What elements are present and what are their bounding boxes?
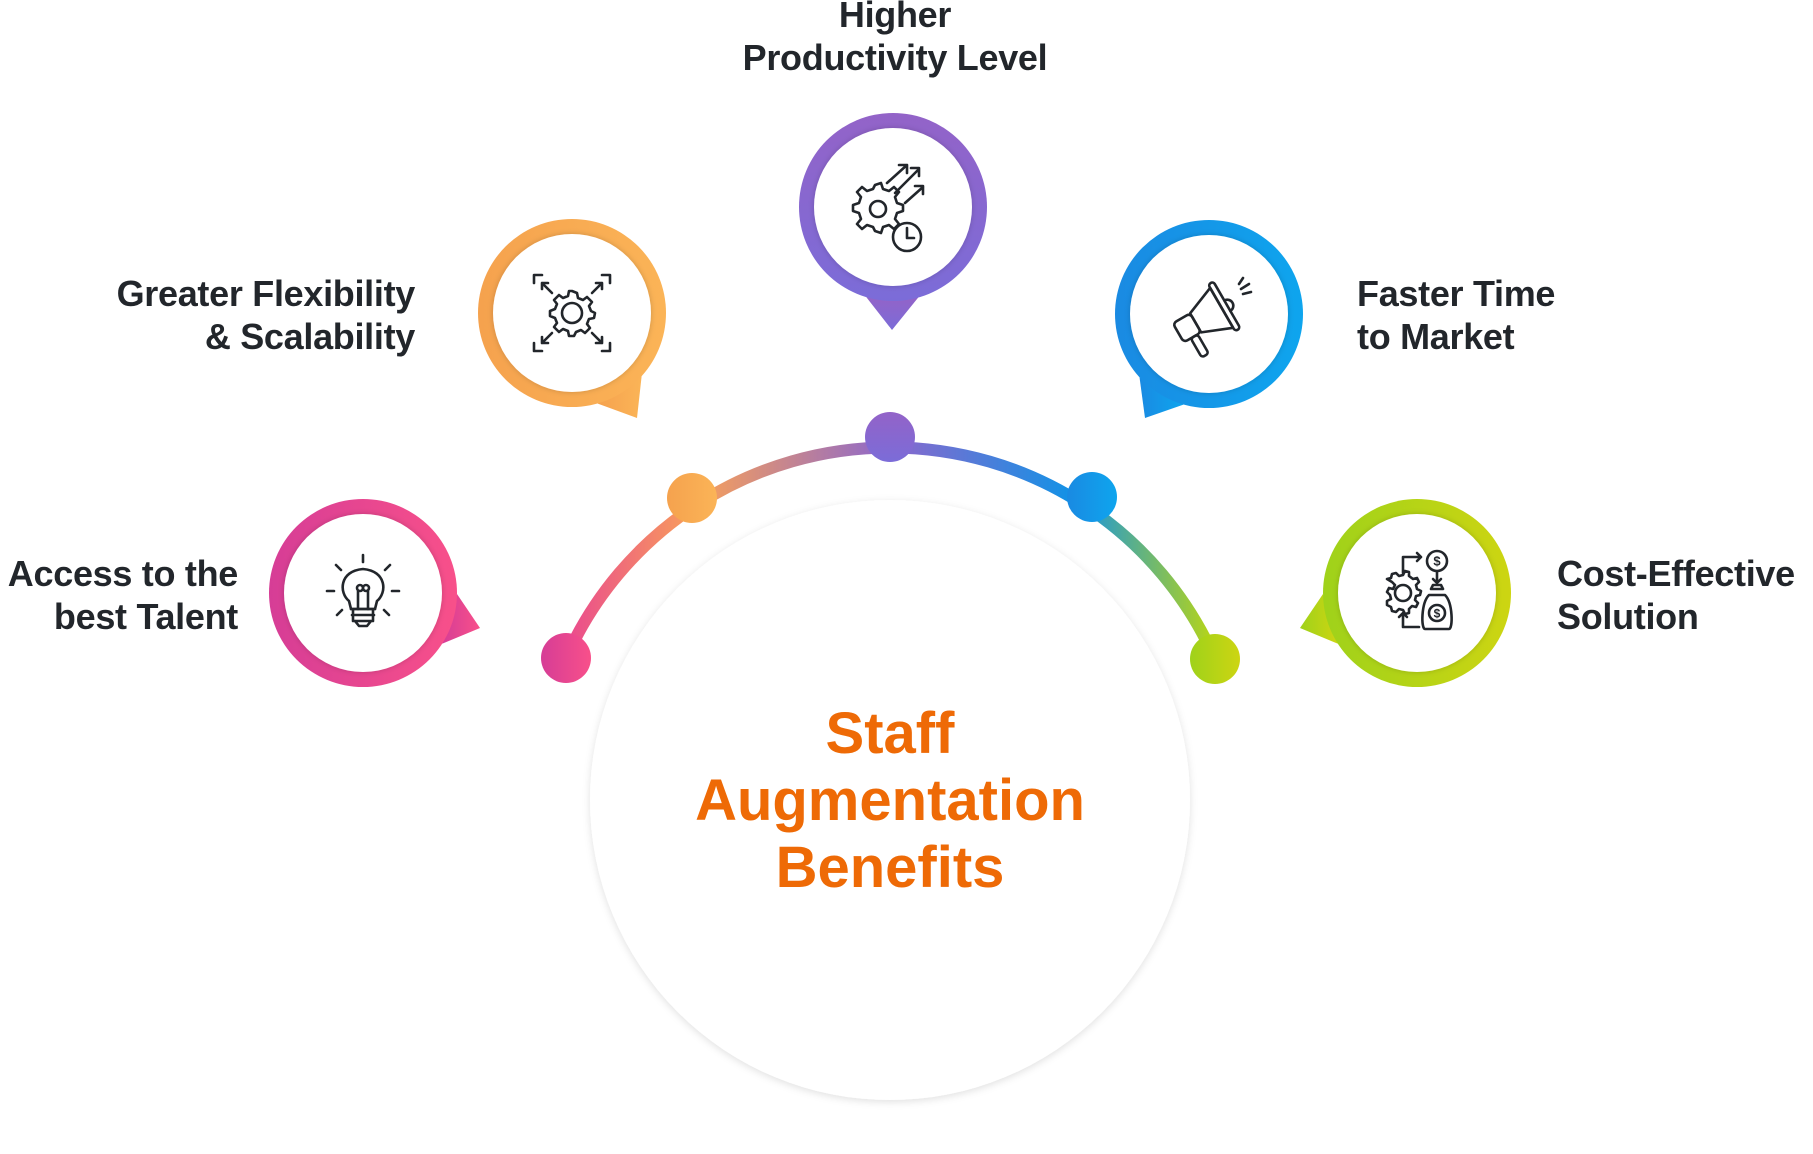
- bubble-tail: [866, 297, 919, 330]
- label-market: Faster Time to Market: [1357, 272, 1657, 358]
- title-line: Augmentation: [695, 768, 1085, 833]
- label-flexibility: Greater Flexibility & Scalability: [60, 272, 416, 358]
- bubble-market: [1115, 220, 1303, 418]
- label-line: Access to the: [7, 553, 239, 594]
- timeline-dot-market: [1067, 472, 1117, 522]
- label-line: & Scalability: [204, 316, 415, 357]
- title-line: Benefits: [775, 835, 1005, 900]
- center-circle: [590, 500, 1190, 1100]
- bubble-tail: [442, 594, 480, 644]
- label-cost: Cost-Effective Solution: [1557, 552, 1813, 638]
- bubble-flexibility: [478, 219, 666, 418]
- lightbulb-icon: [325, 553, 401, 628]
- label-productivity: Higher Productivity Level: [690, 0, 1100, 79]
- label-line: to Market: [1357, 316, 1515, 357]
- bubble-productivity: [799, 113, 987, 330]
- bubble-inner: [493, 234, 651, 392]
- bubble-cost: $ $: [1300, 499, 1511, 687]
- gear-clock-arrows-icon: [851, 163, 925, 253]
- label-line: Greater Flexibility: [116, 273, 416, 314]
- timeline-dot-flexibility: [667, 473, 717, 523]
- label-talent: Access to the best Talent: [0, 552, 239, 638]
- megaphone-icon: [1172, 276, 1253, 358]
- bubble-tail: [1300, 594, 1338, 644]
- timeline-dot-talent: [541, 633, 591, 683]
- label-line: Higher: [838, 0, 952, 35]
- svg-text:$: $: [1433, 554, 1441, 569]
- bubble-inner: [284, 514, 442, 672]
- bubble-inner: [1338, 514, 1496, 672]
- gear-expand-icon: [532, 273, 612, 353]
- timeline-dot-cost: [1190, 634, 1240, 684]
- money-bag-gear-icon: $ $: [1385, 549, 1453, 631]
- label-line: Productivity Level: [742, 37, 1048, 78]
- svg-text:$: $: [1434, 607, 1441, 621]
- bubble-tail: [597, 376, 642, 418]
- bubble-inner: [814, 128, 972, 286]
- center-title: Staff Augmentation Benefits: [640, 700, 1140, 901]
- label-line: Cost-Effective: [1557, 553, 1795, 594]
- timeline-dot-productivity: [865, 412, 915, 462]
- bubble-inner: [1130, 235, 1288, 393]
- label-line: best Talent: [53, 596, 238, 637]
- title-line: Staff: [825, 701, 955, 766]
- label-line: Faster Time: [1357, 273, 1556, 314]
- label-line: Solution: [1557, 596, 1699, 637]
- bubble-talent: [269, 499, 480, 687]
